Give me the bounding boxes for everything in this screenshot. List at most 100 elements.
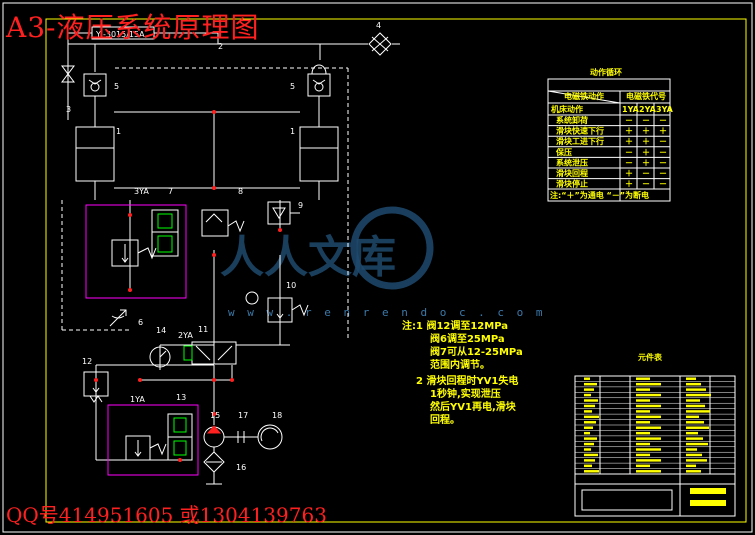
parts-cell-text bbox=[686, 459, 707, 462]
parts-cell-text bbox=[686, 388, 706, 391]
label-15: 15 bbox=[210, 411, 220, 420]
label-1ya: 1YA bbox=[130, 395, 145, 404]
valve-8 bbox=[201, 209, 245, 237]
inner-frame bbox=[45, 18, 747, 523]
parts-cell-text bbox=[686, 453, 702, 457]
parts-cell-text bbox=[686, 464, 696, 468]
parts-cell-text bbox=[686, 442, 708, 446]
label-11: 11 bbox=[198, 325, 208, 334]
parts-cell-text bbox=[584, 393, 591, 397]
parts-cell-text bbox=[636, 448, 661, 451]
action-table-col-1: 1YA bbox=[622, 105, 640, 114]
top-pressure-line bbox=[67, 26, 400, 120]
action-row-name: 系统泄压 bbox=[556, 157, 588, 167]
filter-16 bbox=[203, 447, 225, 485]
page-title: A3-液压系统原理图 bbox=[6, 11, 260, 44]
action-table: 动作循环 电磁铁动作 电磁铁代号 机床动作 1YA 2YA 3YA 系统卸荷－－… bbox=[547, 67, 674, 202]
contact-text: QQ号414951605 或1304139763 bbox=[6, 503, 327, 527]
junction-dots bbox=[94, 110, 282, 462]
parts-cell-text bbox=[584, 459, 595, 462]
parts-cell-text bbox=[636, 459, 661, 462]
note-line-2: 阀6调至25MPa bbox=[430, 334, 505, 345]
note-line-8: 回程。 bbox=[430, 415, 460, 426]
label-2: 2 bbox=[218, 42, 223, 51]
action-table-row-header: 机床动作 bbox=[551, 104, 583, 114]
parts-cell-text bbox=[584, 377, 590, 380]
parts-cell-text bbox=[636, 388, 650, 391]
relief-valve-7 bbox=[111, 239, 157, 267]
top-component-label: YJ-3015/15A bbox=[95, 30, 145, 39]
label-7: 7 bbox=[168, 187, 173, 196]
parts-cell-text bbox=[584, 431, 590, 435]
label-12: 12 bbox=[82, 357, 92, 366]
parts-cell-text bbox=[584, 437, 597, 440]
parts-cell-text bbox=[636, 470, 661, 473]
label-3: 3 bbox=[66, 105, 71, 114]
action-row-cell: － bbox=[642, 116, 650, 125]
parts-cell-text bbox=[636, 377, 650, 380]
action-row-cell: ＋ bbox=[642, 127, 650, 136]
action-row-name: 滑块快速下行 bbox=[556, 126, 604, 136]
parts-cell-text bbox=[686, 437, 703, 440]
action-table-col-3: 3YA bbox=[656, 105, 674, 114]
label-6: 6 bbox=[138, 318, 143, 327]
parts-cell-text bbox=[584, 470, 599, 473]
parts-cell-text bbox=[686, 382, 701, 386]
action-table-col-2: 2YA bbox=[639, 105, 657, 114]
parts-cell-text bbox=[636, 426, 661, 429]
label-18: 18 bbox=[272, 411, 282, 420]
label-8: 8 bbox=[238, 187, 243, 196]
label-16: 16 bbox=[236, 463, 246, 472]
label-14: 14 bbox=[156, 326, 166, 335]
note-line-1: 注:1 阀12调至12MPa bbox=[402, 321, 509, 332]
parts-cell-text bbox=[636, 437, 661, 440]
label-4: 4 bbox=[376, 21, 381, 30]
filter-4 bbox=[368, 32, 392, 56]
parts-cell-text bbox=[686, 410, 710, 413]
parts-cell-text bbox=[686, 426, 709, 429]
action-row-cell: － bbox=[625, 116, 633, 125]
motor-18 bbox=[257, 424, 283, 450]
valve-block-7 bbox=[85, 204, 187, 299]
label-1-right: 1 bbox=[290, 127, 295, 136]
action-table-footnote: 注:“＋”为通电 “－”为断电 bbox=[550, 190, 649, 200]
label-1-left: 1 bbox=[116, 127, 121, 136]
action-row-cell: － bbox=[625, 158, 633, 167]
parts-cell-text bbox=[636, 410, 650, 413]
parts-cell-text bbox=[686, 431, 698, 435]
action-row-cell: ＋ bbox=[642, 158, 650, 167]
parts-cell-text bbox=[636, 382, 661, 386]
action-row-cell: － bbox=[659, 137, 667, 146]
action-row-cell: － bbox=[659, 180, 667, 189]
note-line-4: 范围内调节。 bbox=[430, 360, 490, 371]
label-9: 9 bbox=[298, 201, 303, 210]
parts-cell-text bbox=[584, 388, 594, 391]
label-5-right: 5 bbox=[290, 82, 295, 91]
action-row-cell: ＋ bbox=[625, 127, 633, 136]
pump-15 bbox=[203, 425, 258, 448]
parts-cell-text bbox=[584, 421, 596, 424]
parts-cell-text bbox=[584, 448, 591, 451]
parts-cell-text bbox=[584, 415, 599, 419]
action-row-cell: － bbox=[659, 158, 667, 167]
action-row-cell: － bbox=[659, 116, 667, 125]
watermark: 人人文库 w w w . r e n r e n d o c . c o m bbox=[220, 206, 543, 319]
parts-cell-text bbox=[686, 421, 704, 424]
parts-cell-text bbox=[584, 404, 595, 408]
action-row-cell: ＋ bbox=[625, 169, 633, 178]
parts-cell-text bbox=[636, 404, 661, 408]
parts-cell-text bbox=[584, 464, 592, 468]
label-2ya: 2YA bbox=[178, 331, 193, 340]
action-row-name: 系统卸荷 bbox=[556, 115, 588, 125]
action-table-header-right: 电磁铁代号 bbox=[626, 91, 666, 101]
label-13: 13 bbox=[176, 393, 186, 402]
watermark-text: 人人文库 bbox=[220, 232, 396, 283]
action-row-name: 保压 bbox=[555, 147, 572, 157]
action-row-cell: ＋ bbox=[625, 137, 633, 146]
pilot-lines bbox=[61, 67, 349, 340]
cylinder-1-left bbox=[75, 96, 115, 200]
action-row-cell: ＋ bbox=[642, 137, 650, 146]
action-table-header-left: 电磁铁动作 bbox=[564, 91, 604, 101]
valve-10 bbox=[245, 291, 309, 323]
parts-cell-text bbox=[584, 410, 592, 413]
